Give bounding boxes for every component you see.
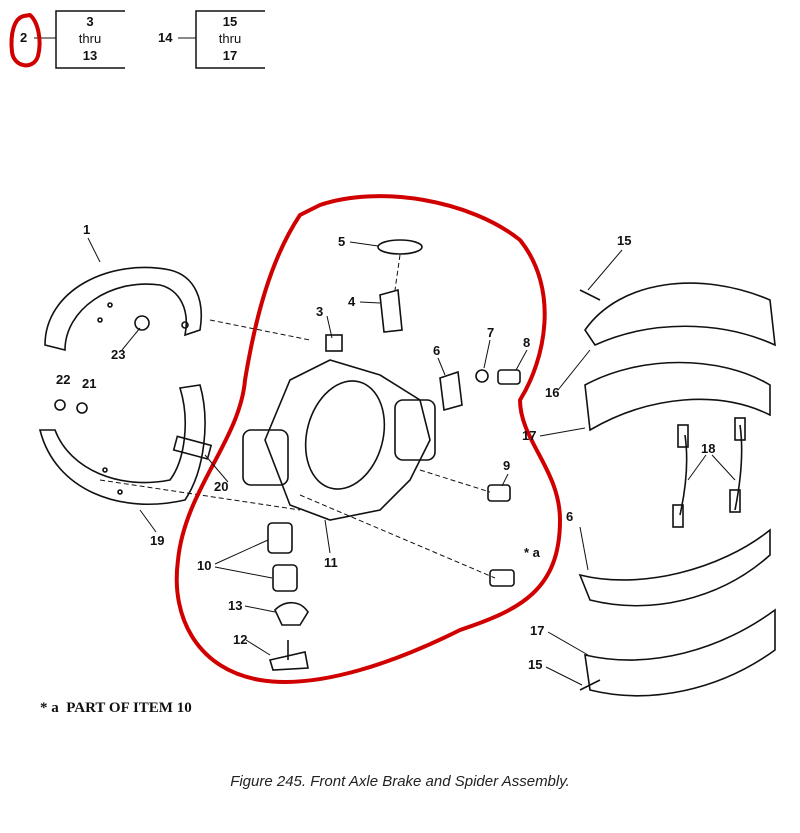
- callout-18: 18: [701, 441, 715, 456]
- callout-15b: 15: [528, 657, 542, 672]
- dust-shield-upper: [44, 266, 202, 352]
- callout-7: 7: [487, 325, 494, 340]
- spider-assembly: [242, 239, 521, 671]
- callout-1: 1: [83, 222, 90, 237]
- callout-21: 21: [82, 376, 96, 391]
- callout-12: 12: [233, 632, 247, 647]
- footnote-marker: * a: [40, 700, 59, 716]
- callout-19: 19: [150, 533, 164, 548]
- callout-3: 3: [316, 304, 323, 319]
- footnote-text: PART OF ITEM 10: [66, 700, 192, 716]
- callout-4: 4: [348, 294, 356, 309]
- svg-text:13: 13: [83, 48, 97, 63]
- red-highlight-outline: [174, 194, 562, 684]
- callout-9: 9: [503, 458, 510, 473]
- svg-text:3: 3: [86, 14, 93, 29]
- callout-6: 6: [433, 343, 440, 358]
- index-group-14: 14 15 thru 17: [158, 10, 265, 69]
- dust-shield-lower: [38, 384, 206, 506]
- svg-text:14: 14: [158, 30, 173, 45]
- callout-17: 17: [522, 428, 536, 443]
- callout-23: 23: [111, 347, 125, 362]
- svg-text:15: 15: [223, 14, 237, 29]
- callout-8: 8: [523, 335, 530, 350]
- callout-star-a: * a: [524, 545, 541, 560]
- callout-15: 15: [617, 233, 631, 248]
- figure-caption: Figure 245. Front Axle Brake and Spider …: [230, 773, 570, 790]
- callout-20: 20: [214, 479, 228, 494]
- callout-2: 2: [20, 30, 27, 45]
- callout-6b: 6: [566, 509, 573, 524]
- callout-13: 13: [228, 598, 242, 613]
- svg-text:thru: thru: [219, 31, 241, 46]
- footnote: * a PART OF ITEM 10: [40, 700, 192, 717]
- callout-22: 22: [56, 372, 70, 387]
- index-group-2: 2 3 thru 13: [9, 10, 125, 69]
- callouts: 1 3 4 5 6 7 8 9 10 11 12 13 15 16 17 18 …: [56, 222, 736, 686]
- svg-text:thru: thru: [79, 31, 101, 46]
- red-highlight-circle: [9, 13, 42, 68]
- callout-5: 5: [338, 234, 345, 249]
- callout-11: 11: [324, 555, 338, 570]
- callout-10: 10: [197, 558, 211, 573]
- svg-text:17: 17: [223, 48, 237, 63]
- callout-16: 16: [545, 385, 559, 400]
- callout-17b: 17: [530, 623, 544, 638]
- brake-shoes: [578, 282, 776, 697]
